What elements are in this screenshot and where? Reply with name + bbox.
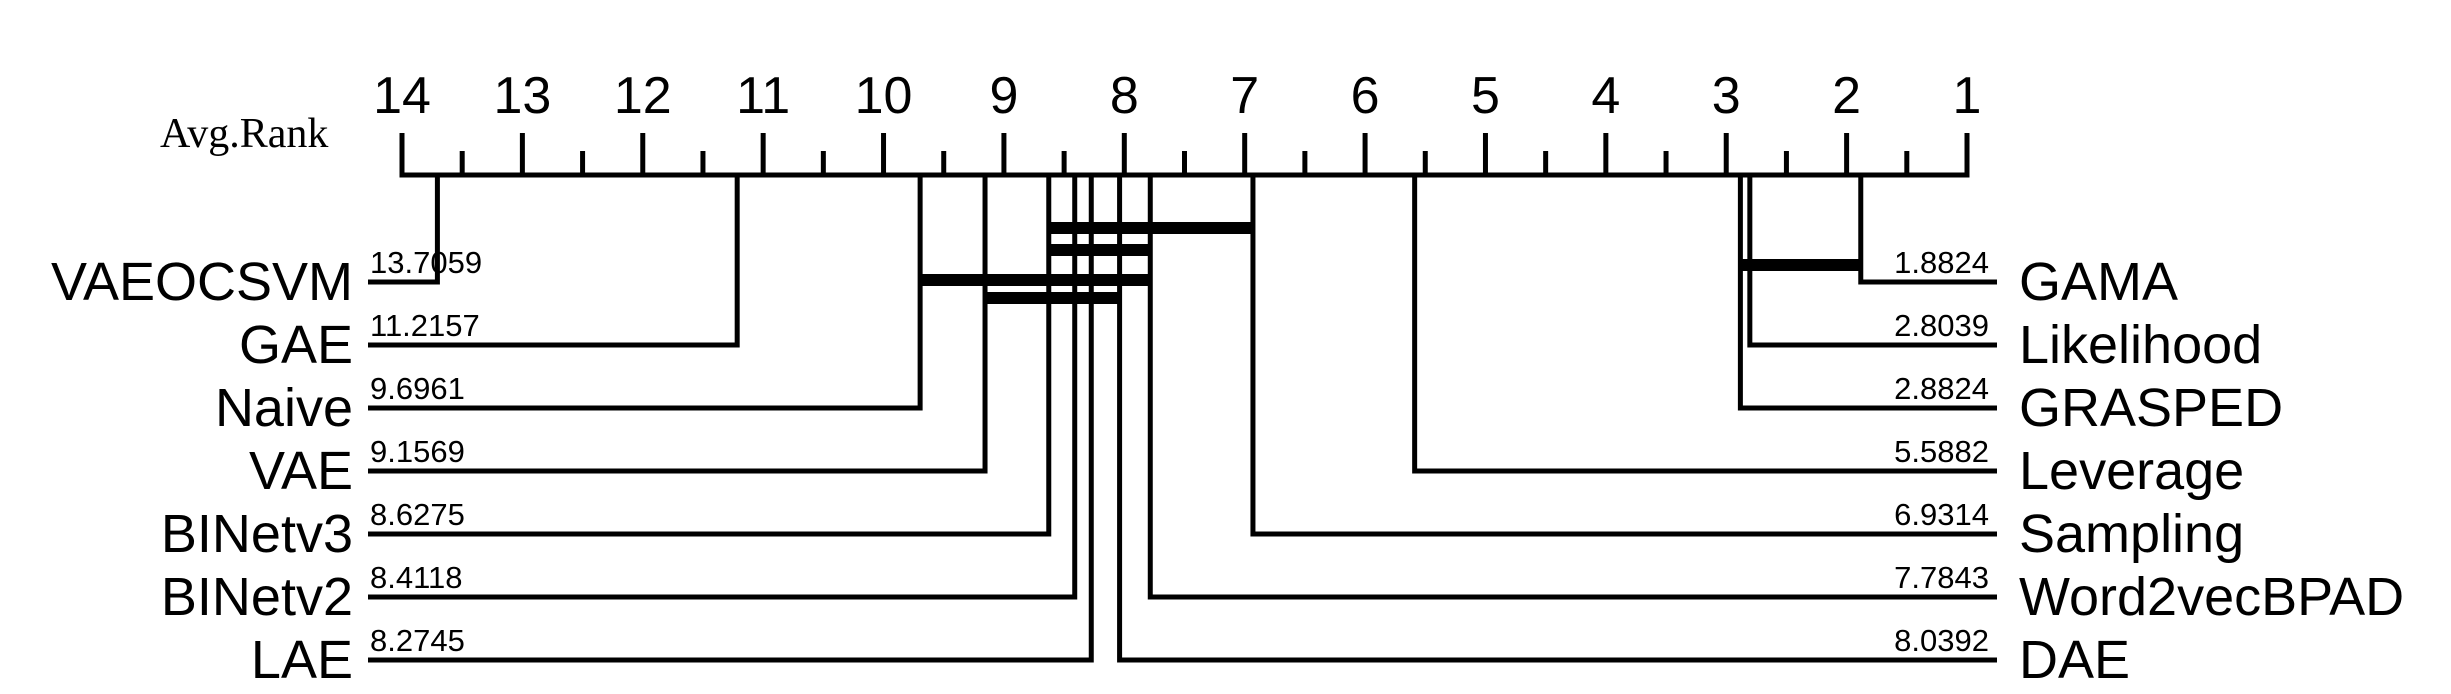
method-label-sampling: Sampling	[2019, 504, 2244, 564]
rank-value-gama: 1.8824	[1894, 245, 1989, 280]
tick-label: 8	[1110, 67, 1139, 125]
rank-connector-lae	[368, 175, 1094, 663]
axis-title: Avg.Rank	[160, 111, 328, 157]
connector-group	[368, 175, 1997, 663]
rank-value-word2vecbpad: 7.7843	[1894, 560, 1989, 595]
method-label-lae: LAE	[251, 630, 353, 690]
rank-value-likelihood: 2.8039	[1894, 308, 1989, 343]
rank-connector-grasped	[1737, 175, 1997, 411]
rank-connector-vae	[368, 175, 988, 474]
rank-connector-sampling	[1250, 175, 1997, 537]
rank-value-vae: 9.1569	[370, 434, 465, 469]
tick-label: 3	[1712, 67, 1741, 125]
tick-label: 2	[1832, 67, 1861, 125]
method-label-gae: GAE	[239, 315, 353, 375]
rank-value-dae: 8.0392	[1894, 623, 1989, 658]
rank-value-sampling: 6.9314	[1894, 497, 1989, 532]
method-label-dae: DAE	[2019, 630, 2130, 690]
tick-label: 12	[614, 67, 672, 125]
method-label-vae: VAE	[249, 441, 353, 501]
method-label-vaeocsvm: VAEOCSVM	[51, 252, 353, 312]
method-label-binetv2: BINetv2	[161, 567, 353, 627]
method-label-word2vecbpad: Word2vecBPAD	[2019, 567, 2404, 627]
rank-connector-gama	[1858, 175, 1997, 285]
tick-label: 6	[1351, 67, 1380, 125]
method-label-gama: GAMA	[2019, 252, 2178, 312]
rank-connector-word2vecbpad	[1147, 175, 1997, 600]
tick-label: 11	[736, 67, 790, 125]
rank-connector-leverage	[1412, 175, 1997, 474]
rank-connector-dae	[1117, 175, 1997, 663]
clique-bar-group	[920, 222, 1861, 304]
rank-connector-likelihood	[1747, 175, 1997, 348]
tick-label: 7	[1230, 67, 1259, 125]
tick-group: 14 13 12 11 10 9 8 7 6 5 4 3 2 1	[373, 67, 1981, 175]
rank-value-leverage: 5.5882	[1894, 434, 1989, 469]
tick-label: 1	[1953, 67, 1982, 125]
method-label-likelihood: Likelihood	[2019, 315, 2262, 375]
tick-label: 10	[855, 67, 913, 125]
rank-connector-binetv2	[368, 175, 1078, 600]
tick-label: 4	[1591, 67, 1620, 125]
method-label-leverage: Leverage	[2019, 441, 2244, 501]
rank-value-vaeocsvm: 13.7059	[370, 245, 482, 280]
rank-connector-gae	[368, 175, 740, 348]
rank-connector-vaeocsvm	[368, 175, 440, 285]
rank-value-lae: 8.2745	[370, 623, 465, 658]
tick-label: 13	[493, 67, 551, 125]
tick-label: 14	[373, 67, 431, 125]
rank-value-naive: 9.6961	[370, 371, 465, 406]
tick-label: 5	[1471, 67, 1500, 125]
rank-connector-binetv3	[368, 175, 1052, 537]
method-label-grasped: GRASPED	[2019, 378, 2283, 438]
rank-value-binetv2: 8.4118	[370, 560, 463, 595]
tick-label: 9	[989, 67, 1018, 125]
method-label-naive: Naive	[215, 378, 353, 438]
rank-connector-naive	[368, 175, 923, 411]
rank-value-binetv3: 8.6275	[370, 497, 465, 532]
rank-value-gae: 11.2157	[370, 308, 480, 343]
method-label-binetv3: BINetv3	[161, 504, 353, 564]
rank-value-grasped: 2.8824	[1894, 371, 1989, 406]
